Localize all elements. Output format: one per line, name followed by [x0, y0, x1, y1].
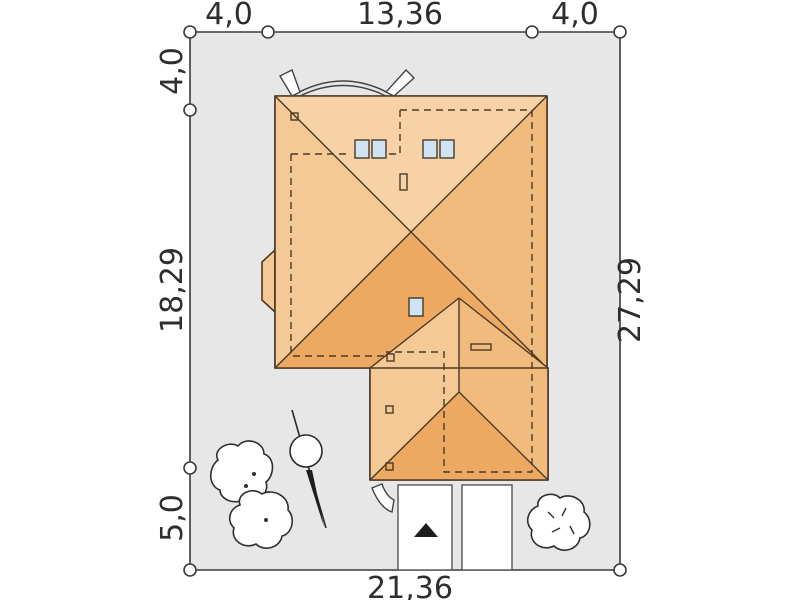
- skylight: [371, 139, 387, 159]
- triangle-up-icon: [414, 523, 438, 537]
- vent: [470, 343, 492, 351]
- vent: [385, 405, 394, 414]
- entrance-canopy: [371, 483, 395, 513]
- tree-icon: [228, 489, 294, 549]
- skylight: [408, 297, 424, 317]
- chimney: [399, 173, 408, 191]
- terrace-pergola: [279, 68, 416, 97]
- dim-left-top: 4,0: [155, 47, 190, 95]
- house-roof: [261, 95, 549, 481]
- vent: [385, 462, 394, 471]
- dim-bottom-total: 21,36: [367, 571, 453, 600]
- skylight: [439, 139, 455, 159]
- dim-left-middle: 18,29: [155, 247, 190, 333]
- dim-top-right: 4,0: [551, 0, 599, 32]
- skylight: [422, 139, 438, 159]
- dim-top-left: 4,0: [205, 0, 253, 32]
- dim-right-total: 27,29: [613, 257, 648, 343]
- skylight: [354, 139, 370, 159]
- compass-north-arrow-icon: [289, 409, 327, 529]
- tree-icon: [526, 493, 591, 551]
- tree-icon: [209, 440, 274, 503]
- vent: [386, 353, 395, 362]
- dim-left-bottom: 5,0: [155, 494, 190, 542]
- dim-top-middle: 13,36: [357, 0, 443, 32]
- vent: [290, 112, 299, 121]
